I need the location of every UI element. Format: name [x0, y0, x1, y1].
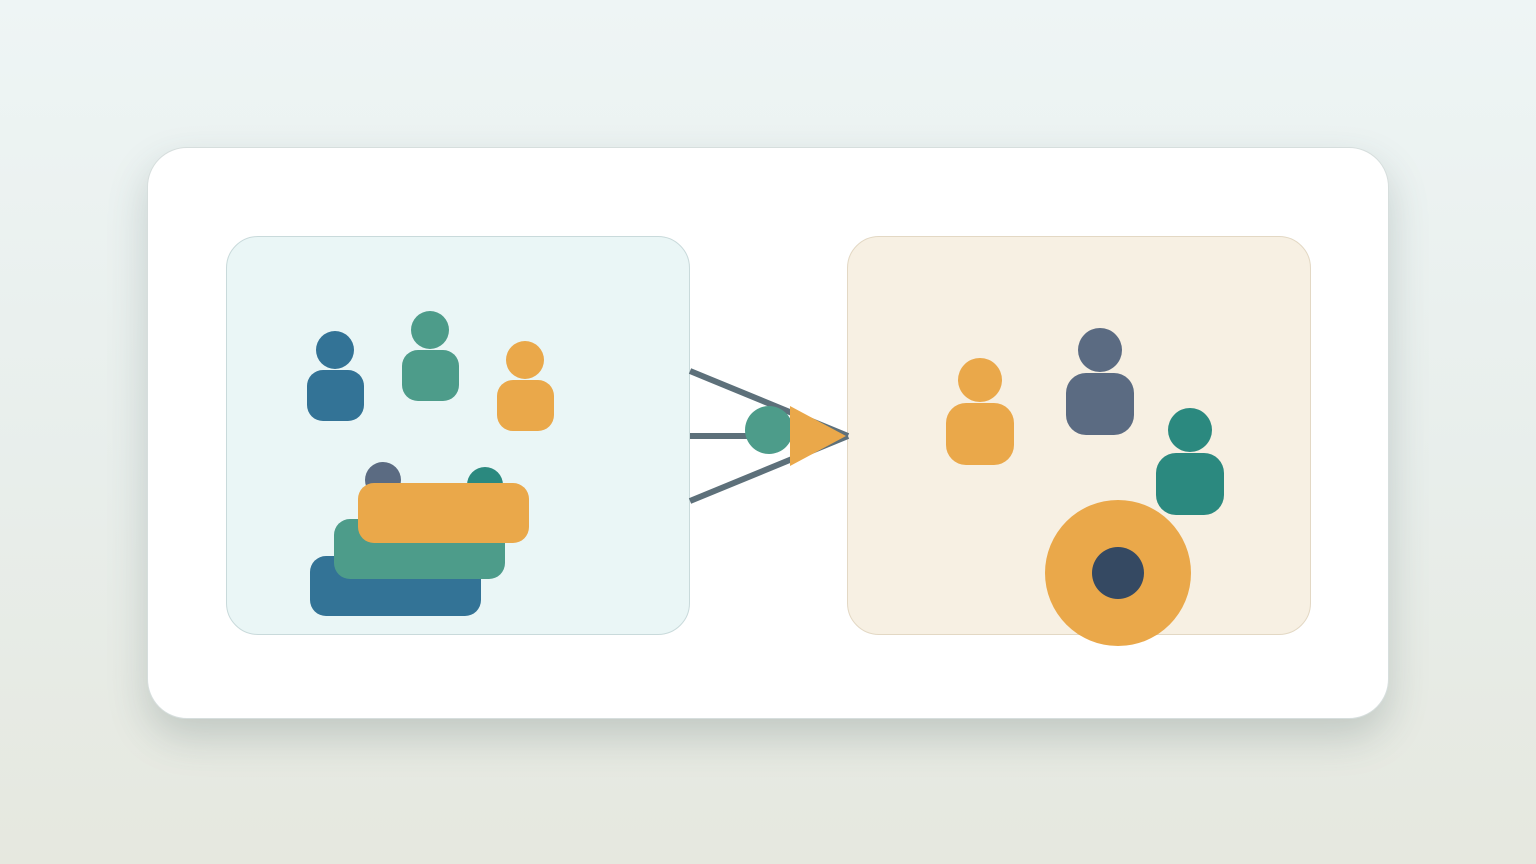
person-icon-orange-right: [946, 358, 1014, 465]
person-icon-green: [402, 311, 459, 401]
connector-node-icon: [745, 406, 793, 454]
person-icon-teal: [1156, 408, 1224, 515]
person-icon-slate: [1066, 328, 1134, 435]
person-icon-blue: [307, 331, 364, 421]
merge-arrow-icon: [688, 368, 850, 504]
stacked-cards-icon: [310, 462, 529, 616]
arrow-head-icon: [790, 406, 846, 466]
person-icon-orange: [497, 341, 554, 431]
target-icon: [1045, 500, 1191, 646]
